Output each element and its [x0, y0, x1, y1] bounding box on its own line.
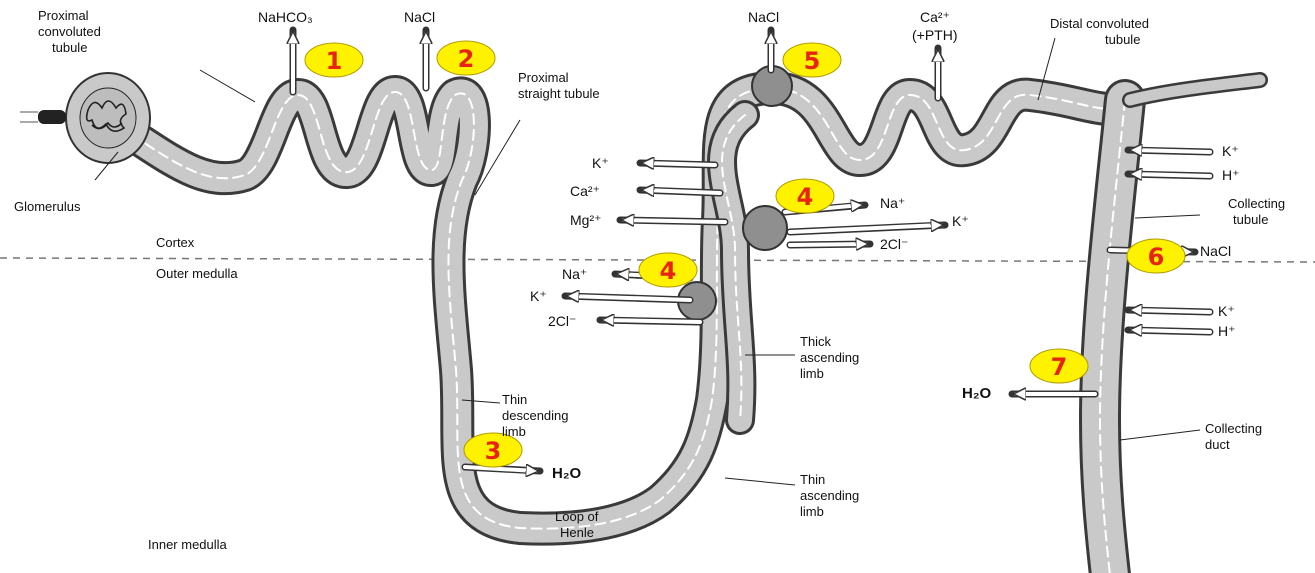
label-thin-ascending-1: Thin [800, 472, 825, 487]
ion-nahco3: NaHCO₃ [258, 9, 313, 25]
ion-tal-k-right: K⁺ [952, 213, 969, 229]
label-cortex: Cortex [156, 235, 195, 250]
label-proximal-convoluted-3: tubule [52, 40, 87, 55]
label-proximal-straight-2: straight tubule [518, 86, 600, 101]
marker-6: 6 [1126, 238, 1186, 274]
ion-tal-2cl-left: 2Cl⁻ [548, 313, 576, 329]
label-loop-of-henle-1: Loop of [555, 509, 599, 524]
label-collecting-tubule-1: Collecting [1228, 196, 1285, 211]
ion-cd-h-lower: H⁺ [1218, 323, 1236, 339]
label-distal-convoluted-2: tubule [1105, 32, 1140, 47]
label-thick-ascending-1: Thick [800, 334, 832, 349]
ion-h2o-descending: H₂O [552, 465, 581, 482]
label-inner-medulla: Inner medulla [148, 537, 228, 552]
ion-cd-k-lower: K⁺ [1218, 303, 1235, 319]
svg-text:3: 3 [485, 437, 502, 465]
step-markers: 1 2 3 4 4 5 6 7 [304, 40, 1186, 468]
marker-3: 3 [463, 432, 523, 468]
label-collecting-duct-1: Collecting [1205, 421, 1262, 436]
ion-cd-h-upper: H⁺ [1222, 167, 1240, 183]
ion-ca-dct: Ca²⁺ [920, 9, 950, 25]
label-thin-descending-1: Thin [502, 392, 527, 407]
collecting-duct [1079, 72, 1268, 573]
svg-text:5: 5 [804, 47, 821, 75]
marker-1: 1 [304, 42, 364, 78]
marker-4-lower: 4 [638, 252, 698, 288]
label-thin-descending-3: limb [502, 424, 526, 439]
marker-7: 7 [1029, 348, 1089, 384]
label-proximal-convoluted-2: convoluted [38, 24, 101, 39]
svg-text:4: 4 [660, 257, 677, 285]
label-thick-ascending-2: ascending [800, 350, 859, 365]
svg-text:2: 2 [458, 45, 475, 73]
marker-4-upper: 4 [775, 178, 835, 214]
label-outer-medulla: Outer medulla [156, 266, 238, 281]
ion-tal-k-left: K⁺ [530, 288, 547, 304]
label-distal-convoluted-1: Distal convoluted [1050, 16, 1149, 31]
svg-text:1: 1 [326, 47, 343, 75]
ion-pth-note: (+PTH) [912, 27, 958, 43]
ion-tal-ca: Ca²⁺ [570, 183, 600, 199]
label-collecting-tubule-2: tubule [1233, 212, 1268, 227]
nephron-tubule [88, 71, 1142, 546]
ion-h2o-cd: H₂O [962, 385, 991, 402]
ion-labels: NaHCO₃ NaCl H₂O NaCl Ca²⁺ (+PTH) K⁺ Ca²⁺… [258, 9, 1240, 482]
label-collecting-duct-2: duct [1205, 437, 1230, 452]
label-loop-of-henle-2: Henle [560, 525, 594, 540]
ion-nacl-dct: NaCl [748, 9, 779, 25]
ion-tal-na-left: Na⁺ [562, 266, 587, 282]
transporter-4-upper [742, 205, 788, 251]
label-thick-ascending-3: limb [800, 366, 824, 381]
ion-nacl-ct: NaCl [1200, 243, 1231, 259]
label-thin-ascending-2: ascending [800, 488, 859, 503]
ion-cd-k-upper: K⁺ [1222, 143, 1239, 159]
label-proximal-convoluted-1: Proximal [38, 8, 89, 23]
ion-tal-k: K⁺ [592, 155, 609, 171]
svg-text:4: 4 [797, 183, 814, 211]
label-thin-descending-2: descending [502, 408, 569, 423]
ion-tal-2cl-right: 2Cl⁻ [880, 236, 908, 252]
label-proximal-straight-1: Proximal [518, 70, 569, 85]
marker-2: 2 [436, 40, 496, 76]
ion-nacl-pct: NaCl [404, 9, 435, 25]
marker-5: 5 [782, 42, 842, 78]
label-glomerulus: Glomerulus [14, 199, 81, 214]
thick-ascending-limb [707, 100, 760, 435]
glomerulus-capsule [20, 72, 151, 164]
leader-lines [94, 37, 1201, 486]
ion-tal-na-right: Na⁺ [880, 195, 905, 211]
svg-text:7: 7 [1051, 353, 1068, 381]
ion-tal-mg: Mg²⁺ [570, 212, 602, 228]
label-thin-ascending-3: limb [800, 504, 824, 519]
svg-text:6: 6 [1148, 243, 1165, 271]
structure-labels: Proximal convoluted tubule Glomerulus Pr… [14, 8, 1285, 552]
